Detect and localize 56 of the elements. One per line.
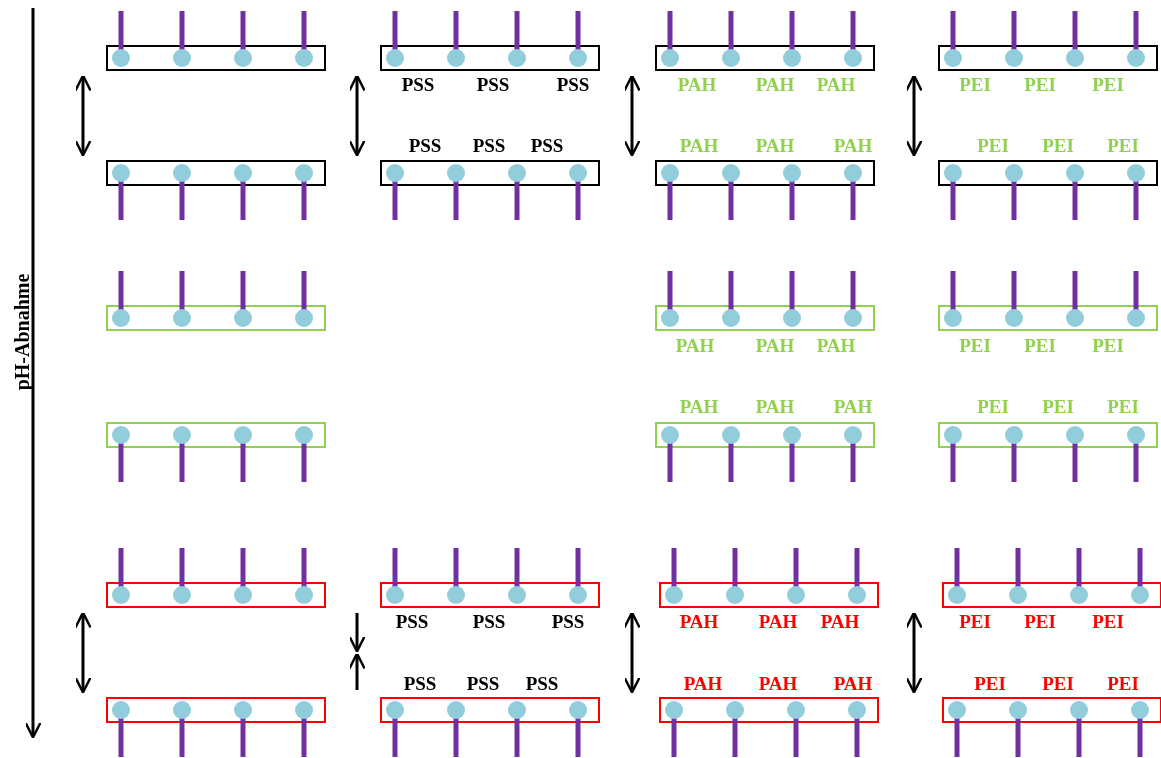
- polymer-label: PEI: [977, 396, 1009, 418]
- polymer-label: PSS: [472, 135, 506, 157]
- double-arrow: [905, 611, 923, 694]
- polymer-label: PAH: [758, 673, 798, 695]
- polymer-label: PSS: [395, 611, 429, 633]
- polymer-label: PAH: [758, 611, 798, 633]
- polymer-label: PSS: [401, 74, 435, 96]
- double-arrow: [623, 74, 641, 157]
- double-arrow: [74, 74, 92, 157]
- polymer-label: PEI: [1024, 335, 1056, 357]
- polymer-label: PAH: [677, 74, 717, 96]
- polymer-label: PAH: [820, 611, 860, 633]
- polymer-label: PSS: [530, 135, 564, 157]
- polymer-label: PEI: [1042, 673, 1074, 695]
- polymer-label: PSS: [408, 135, 442, 157]
- polymer-label: PAH: [675, 335, 715, 357]
- polymer-label: PSS: [476, 74, 510, 96]
- polymer-label: PSS: [556, 74, 590, 96]
- double-arrow: [905, 74, 923, 157]
- polymer-label: PEI: [1042, 396, 1074, 418]
- polymer-label: PSS: [472, 611, 506, 633]
- polymer-label: PEI: [1107, 135, 1139, 157]
- axis-label: pH-Abnahme: [11, 273, 33, 391]
- polymer-label: PEI: [1107, 396, 1139, 418]
- polymer-label: PEI: [1092, 74, 1124, 96]
- polymer-label: PEI: [977, 135, 1009, 157]
- polymer-label: PAH: [833, 396, 873, 418]
- polymer-label: PAH: [679, 396, 719, 418]
- polymer-label: PAH: [679, 611, 719, 633]
- polymer-label: PEI: [1024, 74, 1056, 96]
- polymer-label: PEI: [959, 611, 991, 633]
- polymer-label: PSS: [466, 673, 500, 695]
- polymer-label: PEI: [1042, 135, 1074, 157]
- double-arrow: [348, 74, 366, 157]
- polymer-label: PEI: [974, 673, 1006, 695]
- polymer-label: PEI: [959, 74, 991, 96]
- polymer-label: PEI: [1024, 611, 1056, 633]
- polymer-label: PSS: [551, 611, 585, 633]
- polymer-label: PAH: [755, 74, 795, 96]
- polymer-label: PEI: [1092, 611, 1124, 633]
- polymer-label: PAH: [755, 396, 795, 418]
- polymer-label: PSS: [525, 673, 559, 695]
- polymer-label: PAH: [683, 673, 723, 695]
- polymer-label: PAH: [679, 135, 719, 157]
- polymer-label: PSS: [403, 673, 437, 695]
- polymer-label: PAH: [816, 74, 856, 96]
- double-arrow: [623, 611, 641, 694]
- double-arrow: [74, 611, 92, 694]
- polymer-label: PAH: [816, 335, 856, 357]
- polymer-label: PAH: [833, 135, 873, 157]
- polymer-label: PEI: [1092, 335, 1124, 357]
- polymer-label: PAH: [755, 335, 795, 357]
- polymer-label: PAH: [755, 135, 795, 157]
- polymer-label: PEI: [1107, 673, 1139, 695]
- polymer-label: PAH: [833, 673, 873, 695]
- polymer-label: PEI: [959, 335, 991, 357]
